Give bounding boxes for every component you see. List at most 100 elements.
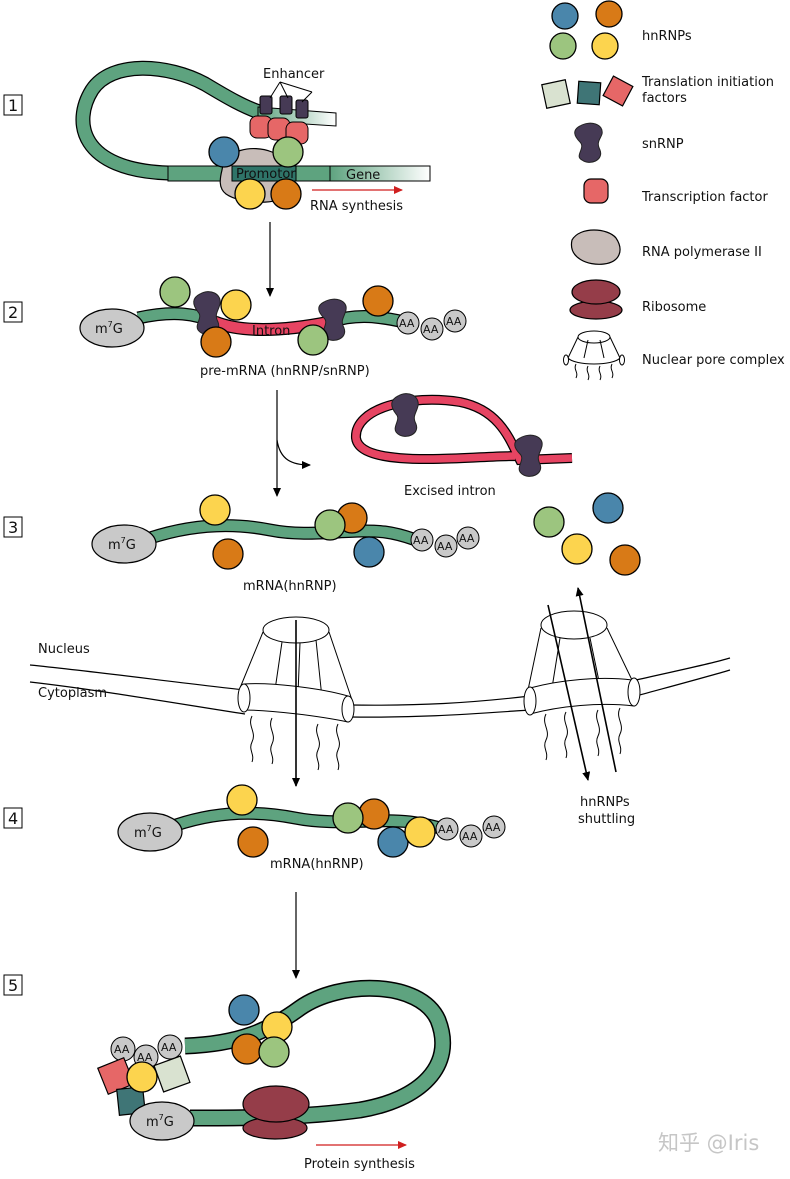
legend-ribosome-top <box>571 279 621 305</box>
step3-mrna: m7G AA AA AA mRNA(hnRNP) <box>91 492 641 594</box>
hnrnp-s2-green-1 <box>159 276 191 308</box>
arrow-shuttle-out <box>547 604 591 781</box>
hnrnp-s2-orange-1 <box>200 326 232 358</box>
free-hnrnp-orange <box>609 544 641 576</box>
cytoplasm-label: Cytoplasm <box>38 686 107 701</box>
hnrnp-s5-green <box>258 1036 290 1068</box>
cap-s2 <box>79 308 145 348</box>
polya-s4-1-label: AA <box>438 823 454 836</box>
step-number-1: 1 <box>8 96 18 115</box>
legend-hnrnps-label: hnRNPs <box>642 29 692 44</box>
promotor-label: Promotor <box>236 167 296 182</box>
mrna-closed-loop <box>184 981 450 1125</box>
shuttling-label-1: hnRNPs <box>580 795 630 810</box>
polya-s5-3 <box>157 1034 183 1060</box>
hnrnp-s5-orange <box>231 1033 263 1065</box>
polya-s2-3 <box>443 309 467 333</box>
nucleus-label: Nucleus <box>38 642 90 657</box>
mrna-s3-caption: mRNA(hnRNP) <box>243 579 337 594</box>
step-numbers: 1 2 3 4 5 <box>3 94 23 996</box>
hnrnp-s4-green <box>332 802 364 834</box>
step-number-2: 2 <box>8 303 18 322</box>
legend-hnrnp-blue <box>551 2 579 30</box>
cap-s4-label: m7G <box>134 824 162 841</box>
legend-snrnp-label: snRNP <box>642 137 684 152</box>
polya-s5-1-label: AA <box>114 1043 130 1056</box>
snrnp-intron-2 <box>514 434 543 477</box>
ribosome-top <box>242 1085 310 1123</box>
hnrnp-s2-yellow <box>220 289 252 321</box>
hnrnp-s4-blue <box>377 826 409 858</box>
free-hnrnp-yellow <box>561 533 593 565</box>
shuttling-label-2: shuttling <box>578 812 635 827</box>
step1-transcription: Promotor Gene Enhancer RNA synthesis <box>75 60 431 214</box>
arrow-intron-branch <box>276 439 311 469</box>
snrnp-s1-b <box>279 95 293 115</box>
promotor-box <box>231 165 297 182</box>
hnrnp-s5-yellow-2 <box>126 1061 158 1093</box>
step5-translation: AA AA AA m7G Protein synthesis <box>96 979 452 1172</box>
gene-label: Gene <box>346 168 380 183</box>
polya-s3-1-label: AA <box>413 534 429 547</box>
intron-lariat <box>352 396 573 464</box>
snrnp-s2-right <box>318 298 347 341</box>
polya-s5-2-label: AA <box>137 1051 153 1064</box>
intron-label: Intron <box>252 324 290 339</box>
polya-s4-2-label: AA <box>462 830 478 843</box>
hnrnp-s3-orange-1 <box>212 538 244 570</box>
hnrnp-s5-blue <box>228 994 260 1026</box>
legend-ribosome-label: Ribosome <box>642 300 706 315</box>
watermark: 知乎 @Iris <box>658 1131 759 1155</box>
pre-mrna-caption: pre-mRNA (hnRNP/snRNP) <box>200 364 370 379</box>
membrane-top-left <box>29 664 246 691</box>
cap-s2-label: m7G <box>95 320 123 337</box>
polya-s4-3-label: AA <box>485 821 501 834</box>
step-number-4: 4 <box>8 809 18 828</box>
legend-hnrnp-yellow <box>591 32 619 60</box>
polya-s2-2 <box>420 317 444 341</box>
protein-synthesis-label: Protein synthesis <box>304 1157 415 1172</box>
legend-hnrnp-green <box>549 32 577 60</box>
hnrnp-s1-orange <box>270 178 302 210</box>
polya-s3-2 <box>434 534 458 558</box>
free-hnrnp-blue <box>592 492 624 524</box>
excised-intron: Excised intron <box>351 393 573 499</box>
membrane-top-right <box>635 657 731 681</box>
polya-s4-1 <box>435 817 459 841</box>
legend-hnrnp-orange <box>595 0 623 28</box>
hnrnp-s4-orange-1 <box>237 826 269 858</box>
hnrnp-s4-yellow-1 <box>226 784 258 816</box>
nuclear-envelope: Nucleus Cytoplasm <box>29 610 731 771</box>
snrnp-s1-c <box>295 99 309 119</box>
legend-pore-label: Nuclear pore complex <box>642 353 785 368</box>
polya-s4-3 <box>482 815 506 839</box>
excised-intron-label: Excised intron <box>404 484 496 499</box>
legend-snrnp-shape <box>574 122 603 163</box>
step-number-5: 5 <box>8 976 18 995</box>
mrna-s3 <box>148 520 418 545</box>
legend-factor-teal <box>576 80 602 106</box>
snrnp-intron-1 <box>391 393 419 437</box>
hnrnp-s1-green <box>272 136 304 168</box>
cap-s5 <box>129 1101 195 1141</box>
polya-s2-1-label: AA <box>399 317 415 330</box>
polya-s3-2-label: AA <box>437 540 453 553</box>
polya-s3-1 <box>410 528 434 552</box>
legend-polymerase-shape <box>570 229 621 265</box>
hnrnp-s4-orange-2 <box>358 798 390 830</box>
legend-transcription-label: Transcription factor <box>641 190 768 205</box>
polya-s3-3 <box>456 526 480 550</box>
step4-mrna: m7G AA AA AA mRNA(hnRNP) <box>117 784 506 872</box>
hnrnp-s2-green-2 <box>297 324 329 356</box>
polya-s3-3-label: AA <box>459 532 475 545</box>
membrane-bottom-right <box>635 669 731 697</box>
mrna-s4-caption: mRNA(hnRNP) <box>270 857 364 872</box>
polya-s5-3-label: AA <box>161 1041 177 1054</box>
legend: hnRNPs Translation initiation factors sn… <box>541 0 785 381</box>
dna-loop <box>76 62 267 180</box>
membrane-bottom-mid <box>349 709 531 718</box>
legend-translation-label-1: Translation initiation <box>641 75 774 90</box>
cap-s3 <box>91 524 157 564</box>
legend-transcription-factor-shape <box>583 178 609 204</box>
